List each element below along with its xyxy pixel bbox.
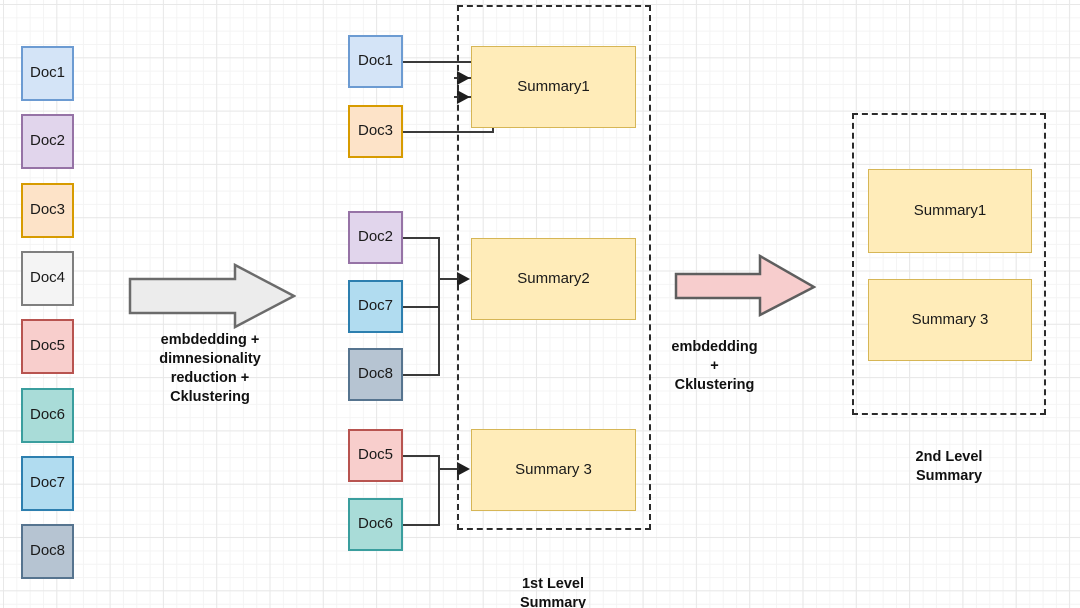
first-level-summary-frame [457, 5, 651, 530]
cluster-doc-label: Doc2 [357, 228, 394, 246]
connector-doc7-h [403, 306, 440, 308]
source-doc-box-2[interactable]: Doc2 [21, 114, 74, 169]
summary-box-3[interactable]: Summary 3 [471, 429, 636, 511]
summary-box-2[interactable]: Summary2 [471, 238, 636, 320]
embedding-clustering-arrow-1 [128, 262, 297, 330]
arrowhead-to-summary3 [457, 462, 470, 476]
source-doc-label: Doc4 [29, 269, 66, 287]
source-doc-label: Doc2 [29, 132, 66, 150]
summary-label: Summary1 [517, 77, 590, 95]
source-doc-label: Doc7 [29, 474, 66, 492]
source-doc-box-4[interactable]: Doc4 [21, 251, 74, 306]
connector-cluster2-out [438, 278, 460, 280]
connector-cluster3-out [438, 468, 460, 470]
source-doc-label: Doc3 [29, 201, 66, 219]
connector-doc6-h [403, 524, 440, 526]
summary-label: Summary 3 [911, 310, 989, 328]
cluster2-doc-box-2[interactable]: Doc7 [348, 280, 403, 333]
source-doc-box-8[interactable]: Doc8 [21, 524, 74, 579]
connector-doc3-h [403, 131, 494, 133]
embedding-clustering-arrow-2 [674, 252, 817, 318]
embedding-clustering-caption-1: embdedding + dimnesionality reduction + … [159, 332, 261, 406]
cluster-doc-label: Doc1 [357, 52, 394, 70]
cluster-doc-label: Doc3 [357, 122, 394, 140]
cluster3-doc-box-1[interactable]: Doc5 [348, 429, 403, 482]
source-doc-label: Doc6 [29, 406, 66, 424]
summary-label: Summary2 [517, 269, 590, 287]
cluster-doc-label: Doc8 [357, 365, 394, 383]
summary-label: Summary 3 [515, 460, 592, 478]
summary-label: Summary1 [913, 201, 987, 219]
source-doc-label: Doc1 [29, 64, 66, 82]
connector-doc8-h [403, 374, 440, 376]
cluster2-doc-box-1[interactable]: Doc2 [348, 211, 403, 264]
source-doc-box-5[interactable]: Doc5 [21, 319, 74, 374]
second-level-summary-frame [852, 113, 1046, 415]
cluster1-doc-box-2[interactable]: Doc3 [348, 105, 403, 158]
summary-box-1[interactable]: Summary1 [471, 46, 636, 128]
connector-doc1-h [403, 61, 494, 63]
source-doc-label: Doc5 [29, 337, 66, 355]
source-doc-box-6[interactable]: Doc6 [21, 388, 74, 443]
arrowhead-to-summary1-a [457, 71, 470, 85]
cluster2-doc-box-3[interactable]: Doc8 [348, 348, 403, 401]
second-level-summary-box-1[interactable]: Summary1 [868, 169, 1032, 253]
second-level-summary-caption: 2nd Level Summary [915, 449, 983, 485]
cluster-doc-label: Doc7 [357, 297, 394, 315]
connector-doc5-h [403, 455, 440, 457]
cluster1-doc-box-1[interactable]: Doc1 [348, 35, 403, 88]
connector-cluster2-bus [438, 237, 440, 376]
source-doc-label: Doc8 [29, 542, 66, 560]
source-doc-box-1[interactable]: Doc1 [21, 46, 74, 101]
connector-cluster3-bus [438, 455, 440, 526]
embedding-clustering-caption-2: embdedding + Cklustering [671, 339, 758, 394]
source-doc-box-7[interactable]: Doc7 [21, 456, 74, 511]
arrowhead-to-summary1-b [457, 90, 470, 104]
arrowhead-to-summary2 [457, 272, 470, 286]
second-level-summary-box-2[interactable]: Summary 3 [868, 279, 1032, 361]
cluster3-doc-box-2[interactable]: Doc6 [348, 498, 403, 551]
first-level-summary-caption: 1st Level Summary [519, 576, 587, 608]
cluster-doc-label: Doc5 [357, 446, 394, 464]
source-doc-box-3[interactable]: Doc3 [21, 183, 74, 238]
connector-doc2-h [403, 237, 440, 239]
cluster-doc-label: Doc6 [357, 515, 394, 533]
